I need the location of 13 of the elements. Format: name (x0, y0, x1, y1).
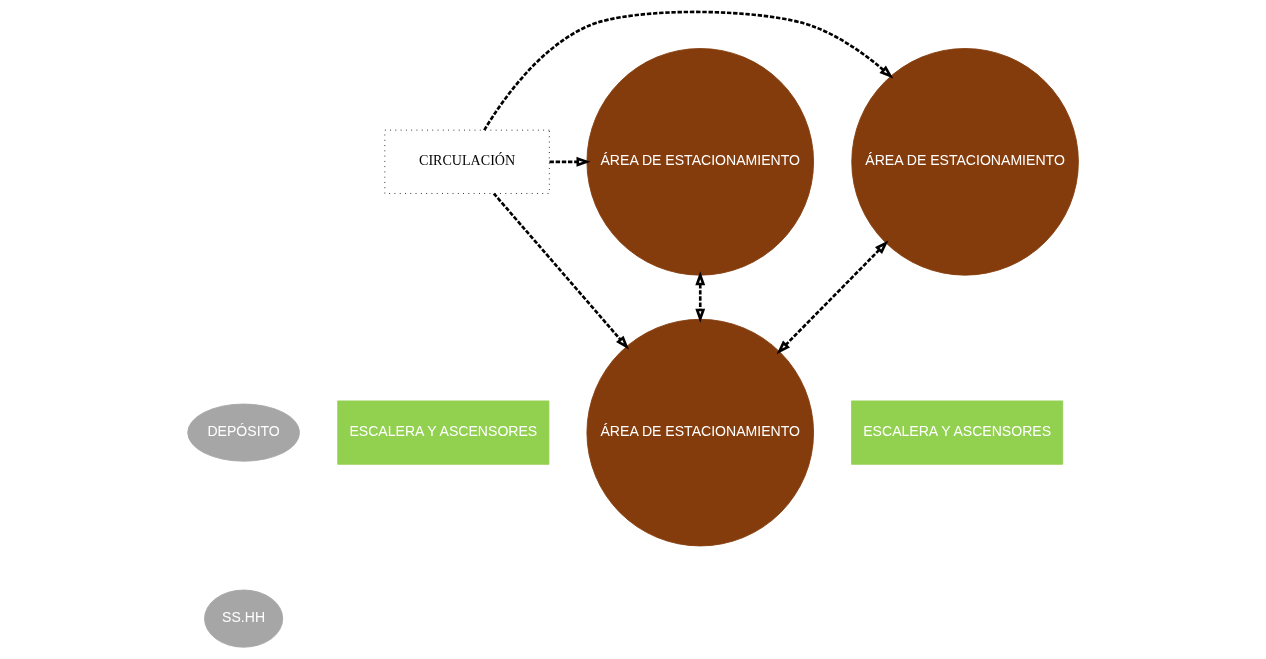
arrow (549, 156, 591, 167)
node-box: CIRCULACIÓN (384, 129, 550, 194)
arrow (492, 192, 629, 350)
arrow (695, 271, 706, 323)
node-box: ESCALERA Y ASCENSORES (337, 400, 550, 465)
node-circle: ÁREA DE ESTACIONAMIENTO (586, 318, 814, 547)
arrow (776, 240, 889, 355)
node-box: ESCALERA Y ASCENSORES (851, 400, 1064, 465)
node-ellipse: SS.HH (204, 589, 284, 648)
node-ellipse: DEPÓSITO (187, 403, 300, 462)
node-circle: ÁREA DE ESTACIONAMIENTO (586, 48, 814, 276)
node-circle: ÁREA DE ESTACIONAMIENTO (851, 48, 1079, 276)
arrow (483, 10, 894, 131)
